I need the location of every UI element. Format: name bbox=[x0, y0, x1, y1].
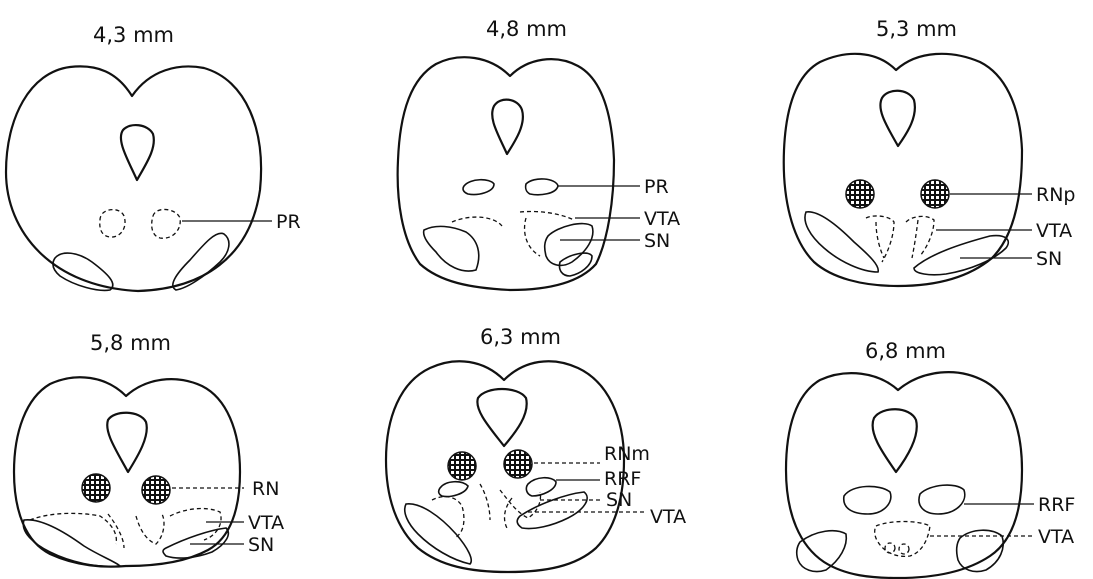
pr-region-right bbox=[152, 209, 181, 238]
sn-right bbox=[517, 492, 587, 529]
section-6-3mm: 6,3 mm RNm RRF SN VTA bbox=[386, 325, 686, 572]
label-rnm: RNm bbox=[604, 443, 650, 465]
label-rn: RN bbox=[252, 478, 279, 500]
rnp-right bbox=[921, 180, 949, 208]
rnm-right bbox=[504, 450, 532, 478]
rrf-left bbox=[439, 482, 468, 497]
pr-hatched-left bbox=[463, 180, 494, 195]
vta-subregion bbox=[885, 543, 895, 553]
sn-left bbox=[405, 504, 471, 564]
label-sn: SN bbox=[606, 489, 632, 511]
label-rnp: RNp bbox=[1036, 184, 1075, 206]
rrf-left bbox=[844, 486, 891, 514]
section-title: 6,3 mm bbox=[480, 325, 561, 349]
label-vta: VTA bbox=[1038, 526, 1074, 548]
label-vta: VTA bbox=[1036, 220, 1072, 242]
brain-outline bbox=[398, 57, 614, 290]
sn-left bbox=[797, 531, 847, 572]
label-rrf: RRF bbox=[604, 468, 641, 490]
label-pr: PR bbox=[644, 176, 669, 198]
aqueduct bbox=[121, 125, 154, 180]
cerebral-peduncle-left bbox=[53, 253, 113, 290]
label-vta: VTA bbox=[644, 208, 680, 230]
brain-outline bbox=[784, 54, 1022, 286]
section-title: 4,8 mm bbox=[486, 17, 567, 41]
section-5-8mm: 5,8 mm RN VTA SN bbox=[14, 331, 284, 567]
label-pr: PR bbox=[276, 211, 301, 233]
aqueduct bbox=[873, 409, 917, 472]
cerebral-peduncle-right bbox=[173, 233, 229, 290]
vta-region bbox=[30, 509, 221, 548]
aqueduct bbox=[880, 91, 915, 146]
vta-subregion bbox=[899, 544, 909, 554]
vta-region bbox=[875, 522, 930, 557]
sn-left bbox=[424, 226, 479, 271]
sn-right bbox=[545, 224, 593, 266]
label-sn: SN bbox=[248, 534, 274, 556]
vta-region bbox=[452, 211, 574, 256]
sn-left bbox=[23, 520, 120, 567]
section-title: 5,8 mm bbox=[90, 331, 171, 355]
aqueduct bbox=[107, 413, 147, 472]
aqueduct bbox=[477, 389, 526, 446]
label-vta: VTA bbox=[248, 512, 284, 534]
rn-left bbox=[82, 474, 110, 502]
brain-outline bbox=[6, 66, 261, 291]
section-title: 6,8 mm bbox=[865, 339, 946, 363]
pr-hatched-right bbox=[526, 179, 558, 195]
section-title: 5,3 mm bbox=[876, 17, 957, 41]
label-sn: SN bbox=[1036, 248, 1062, 270]
section-4-8mm: 4,8 mm PR VTA SN bbox=[398, 17, 681, 290]
brain-outline bbox=[786, 372, 1022, 578]
rnp-left bbox=[846, 180, 874, 208]
rrf-right bbox=[526, 478, 556, 496]
label-sn: SN bbox=[644, 230, 670, 252]
vta-region bbox=[866, 216, 934, 262]
section-5-3mm: 5,3 mm RNp VTA SN bbox=[784, 17, 1076, 286]
section-title: 4,3 mm bbox=[93, 23, 174, 47]
section-6-8mm: 6,8 mm RRF VTA bbox=[786, 339, 1075, 578]
label-rrf: RRF bbox=[1038, 494, 1075, 516]
pr-region-left bbox=[100, 210, 125, 237]
label-vta: VTA bbox=[650, 506, 686, 528]
aqueduct bbox=[492, 100, 523, 154]
rnm-left bbox=[448, 452, 476, 480]
section-4-3mm: 4,3 mm PR bbox=[6, 23, 301, 291]
rn-right bbox=[142, 476, 170, 504]
rrf-right bbox=[919, 485, 965, 514]
